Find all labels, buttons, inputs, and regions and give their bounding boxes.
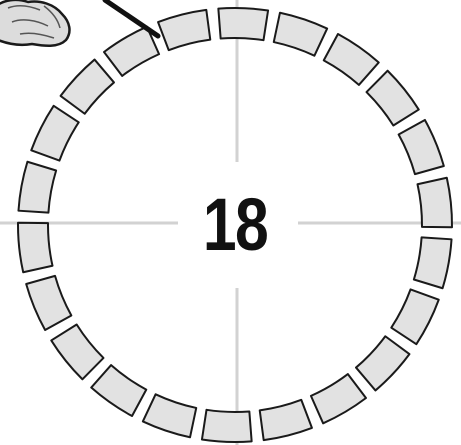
dial-segment (18, 223, 52, 272)
dial-segment (391, 289, 438, 344)
dial-segment (143, 394, 196, 437)
dial-segment (274, 13, 327, 56)
dial-segment (218, 8, 268, 40)
dial-segment (324, 34, 379, 85)
dial-segment (311, 374, 366, 423)
dial-segment (418, 178, 452, 227)
pointer-needle (105, 0, 158, 36)
dial-segment (158, 10, 210, 50)
dial-segment (414, 237, 452, 288)
dial-segment (18, 162, 56, 213)
count-value: 18 (174, 188, 297, 262)
dial-segment (26, 276, 71, 330)
dial-segment (399, 120, 444, 174)
dial-segment (202, 410, 252, 442)
dial-segment (260, 400, 312, 440)
dial-segment (61, 60, 114, 114)
dial-segment (91, 365, 146, 416)
dial-segment (31, 106, 78, 161)
dial-segment (367, 71, 419, 126)
rock-shaped-pointer-base-icon (0, 0, 69, 46)
dial-segment (51, 324, 103, 379)
dial-segment (356, 336, 409, 390)
